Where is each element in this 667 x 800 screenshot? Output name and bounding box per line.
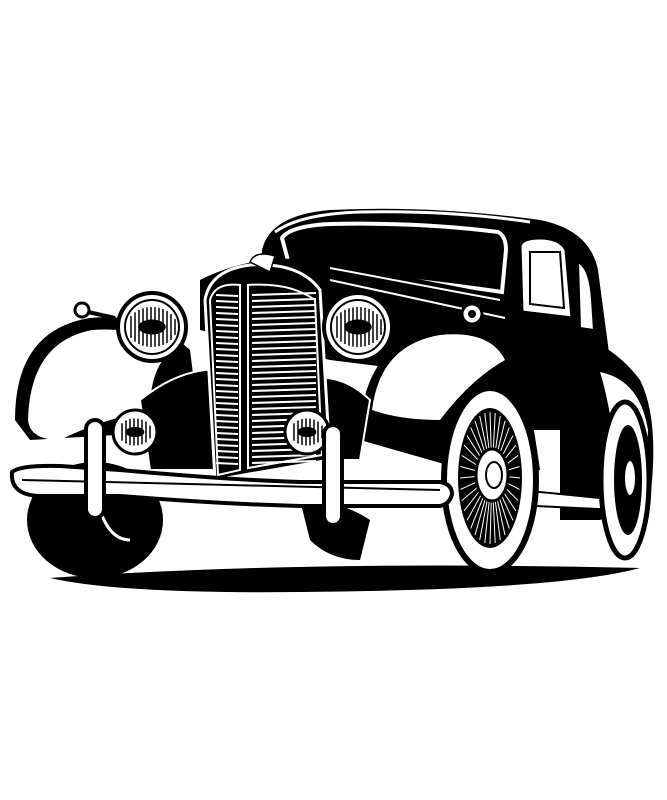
grille-slat bbox=[215, 366, 239, 369]
fog-light-right bbox=[283, 408, 331, 456]
grille-slat bbox=[251, 376, 317, 380]
lens-reflection bbox=[297, 426, 317, 438]
grille-slat bbox=[215, 360, 239, 363]
grille-slat bbox=[215, 336, 239, 339]
lens-reflection bbox=[344, 319, 372, 335]
grille-slat bbox=[215, 462, 239, 465]
grille-slat bbox=[215, 318, 239, 321]
grille-slat bbox=[251, 382, 317, 386]
grille-slat bbox=[215, 324, 239, 327]
grille-slat bbox=[215, 378, 239, 381]
grille-slat bbox=[215, 348, 239, 351]
grille-slat bbox=[251, 352, 317, 356]
grille-slat bbox=[215, 414, 239, 417]
hood-emblem-left bbox=[73, 301, 116, 320]
grille-slat bbox=[215, 438, 239, 441]
lens-reflection bbox=[125, 426, 145, 438]
grille-slat bbox=[215, 420, 239, 423]
grille-slat bbox=[215, 432, 239, 435]
grille-slat bbox=[215, 456, 239, 459]
grille-slat bbox=[251, 460, 317, 464]
grille-slat bbox=[251, 394, 317, 398]
radiator-grille bbox=[203, 253, 332, 482]
grille-slat bbox=[215, 330, 239, 333]
grille-slat bbox=[215, 444, 239, 447]
front-center-wheel bbox=[300, 500, 370, 560]
grille-slat bbox=[251, 292, 317, 296]
bumper-guard-right bbox=[322, 423, 344, 527]
grille-slat bbox=[251, 316, 317, 320]
grille-slat bbox=[251, 400, 317, 404]
rear-right-wheel bbox=[598, 399, 652, 561]
lens-reflection bbox=[138, 319, 166, 335]
grille-slat bbox=[215, 384, 239, 387]
grille-slat bbox=[215, 312, 239, 315]
grille-slat bbox=[251, 340, 317, 344]
grille-slat bbox=[215, 450, 239, 453]
grille-slat bbox=[215, 396, 239, 399]
grille-slat bbox=[251, 370, 317, 374]
grille-slat bbox=[215, 390, 239, 393]
grille-slat bbox=[251, 406, 317, 410]
grille-slat bbox=[215, 342, 239, 345]
grille-slat bbox=[215, 372, 239, 375]
front-right-wheel bbox=[441, 385, 539, 575]
headlight-left bbox=[116, 291, 188, 363]
grille-slat bbox=[251, 388, 317, 392]
grille-slat bbox=[251, 334, 317, 338]
grille-slat bbox=[251, 310, 317, 314]
grille-slat bbox=[215, 426, 239, 429]
grille-slat bbox=[251, 364, 317, 368]
headlight-right bbox=[322, 291, 394, 363]
grille-slat bbox=[215, 402, 239, 405]
grille-slat bbox=[215, 300, 239, 303]
fog-light-left bbox=[111, 408, 159, 456]
grille-slat bbox=[251, 358, 317, 362]
grille-slat bbox=[251, 304, 317, 308]
grille-slat bbox=[251, 346, 317, 350]
grille-slat bbox=[215, 354, 239, 357]
grille-slat bbox=[251, 328, 317, 332]
grille-slat bbox=[251, 298, 317, 302]
grille-slat bbox=[215, 306, 239, 309]
grille-slat bbox=[215, 408, 239, 411]
side-marker-light bbox=[460, 302, 484, 326]
bumper-guard-left bbox=[84, 418, 106, 520]
grille-slat bbox=[215, 294, 239, 297]
grille-slat bbox=[251, 322, 317, 326]
